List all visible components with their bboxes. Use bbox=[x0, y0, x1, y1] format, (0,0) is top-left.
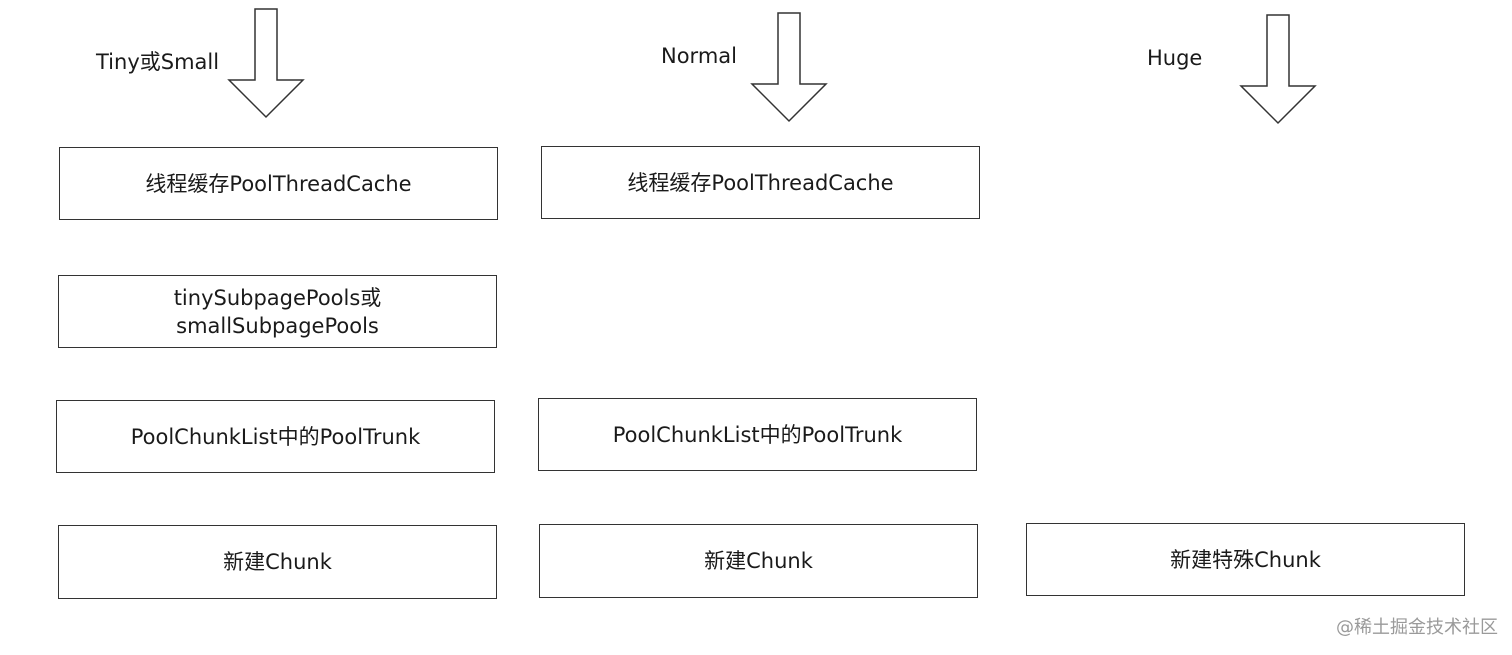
column-label-huge: Huge bbox=[1147, 46, 1203, 70]
column-label-tiny-small: Tiny或Small bbox=[96, 50, 220, 74]
box-label-line-2: smallSubpagePools bbox=[176, 313, 379, 338]
box-thread-cache-normal: 线程缓存PoolThreadCache bbox=[541, 146, 980, 219]
box-new-special-chunk: 新建特殊Chunk bbox=[1026, 523, 1465, 596]
box-label: 新建特殊Chunk bbox=[1170, 547, 1321, 572]
box-label: 新建Chunk bbox=[704, 549, 813, 573]
box-thread-cache-tiny-small: 线程缓存PoolThreadCache bbox=[59, 147, 498, 220]
box-chunk-list-tiny-small: PoolChunkList中的PoolTrunk bbox=[56, 400, 495, 473]
box-chunk-list-normal: PoolChunkList中的PoolTrunk bbox=[538, 398, 977, 471]
down-arrow-icon bbox=[1239, 14, 1317, 125]
box-label: 新建Chunk bbox=[223, 550, 332, 574]
box-label: PoolChunkList中的PoolTrunk bbox=[612, 422, 903, 447]
box-label: tinySubpagePools或 smallSubpagePools bbox=[174, 284, 382, 340]
box-label: 线程缓存PoolThreadCache bbox=[145, 171, 412, 196]
column-label-normal: Normal bbox=[661, 44, 737, 68]
down-arrow-icon bbox=[227, 8, 305, 119]
box-new-chunk-normal: 新建Chunk bbox=[539, 524, 978, 598]
box-subpage-pools: tinySubpagePools或 smallSubpagePools bbox=[58, 275, 497, 348]
box-label: PoolChunkList中的PoolTrunk bbox=[130, 424, 421, 449]
down-arrow-icon bbox=[750, 12, 828, 123]
watermark: @稀土掘金技术社区 bbox=[1336, 617, 1498, 638]
box-label: 线程缓存PoolThreadCache bbox=[627, 170, 894, 195]
box-new-chunk-tiny-small: 新建Chunk bbox=[58, 525, 497, 599]
box-label-line-1: tinySubpagePools或 bbox=[173, 285, 382, 310]
